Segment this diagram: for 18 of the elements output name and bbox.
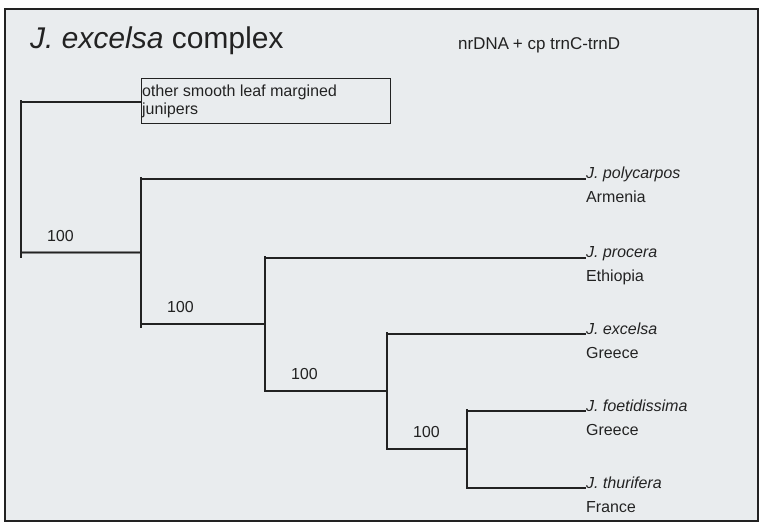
tree-branch [468,487,586,489]
taxon-box: other smooth leaf margined junipers [141,78,391,124]
tree-branch [22,101,141,103]
diagram-title: J. excelsa complex [30,22,284,56]
tree-branch [266,390,386,392]
taxon-label: J. excelsa Greece [586,318,658,366]
taxon-label: J. foetidissima Greece [586,395,688,443]
method-label: nrDNA + cp trnC-trnD [458,34,620,54]
tree-branch [388,333,586,335]
taxon-label: J. thurifera France [586,472,662,520]
tree-branch [22,252,140,254]
tree-branch [142,178,586,180]
tree-branch [468,410,586,412]
tree-branch [266,257,586,259]
tree-branch [388,448,466,450]
taxon-label: J. procera Ethiopia [586,241,658,289]
taxon-label: J. polycarpos Armenia [586,162,680,210]
tree-branch [142,323,264,325]
